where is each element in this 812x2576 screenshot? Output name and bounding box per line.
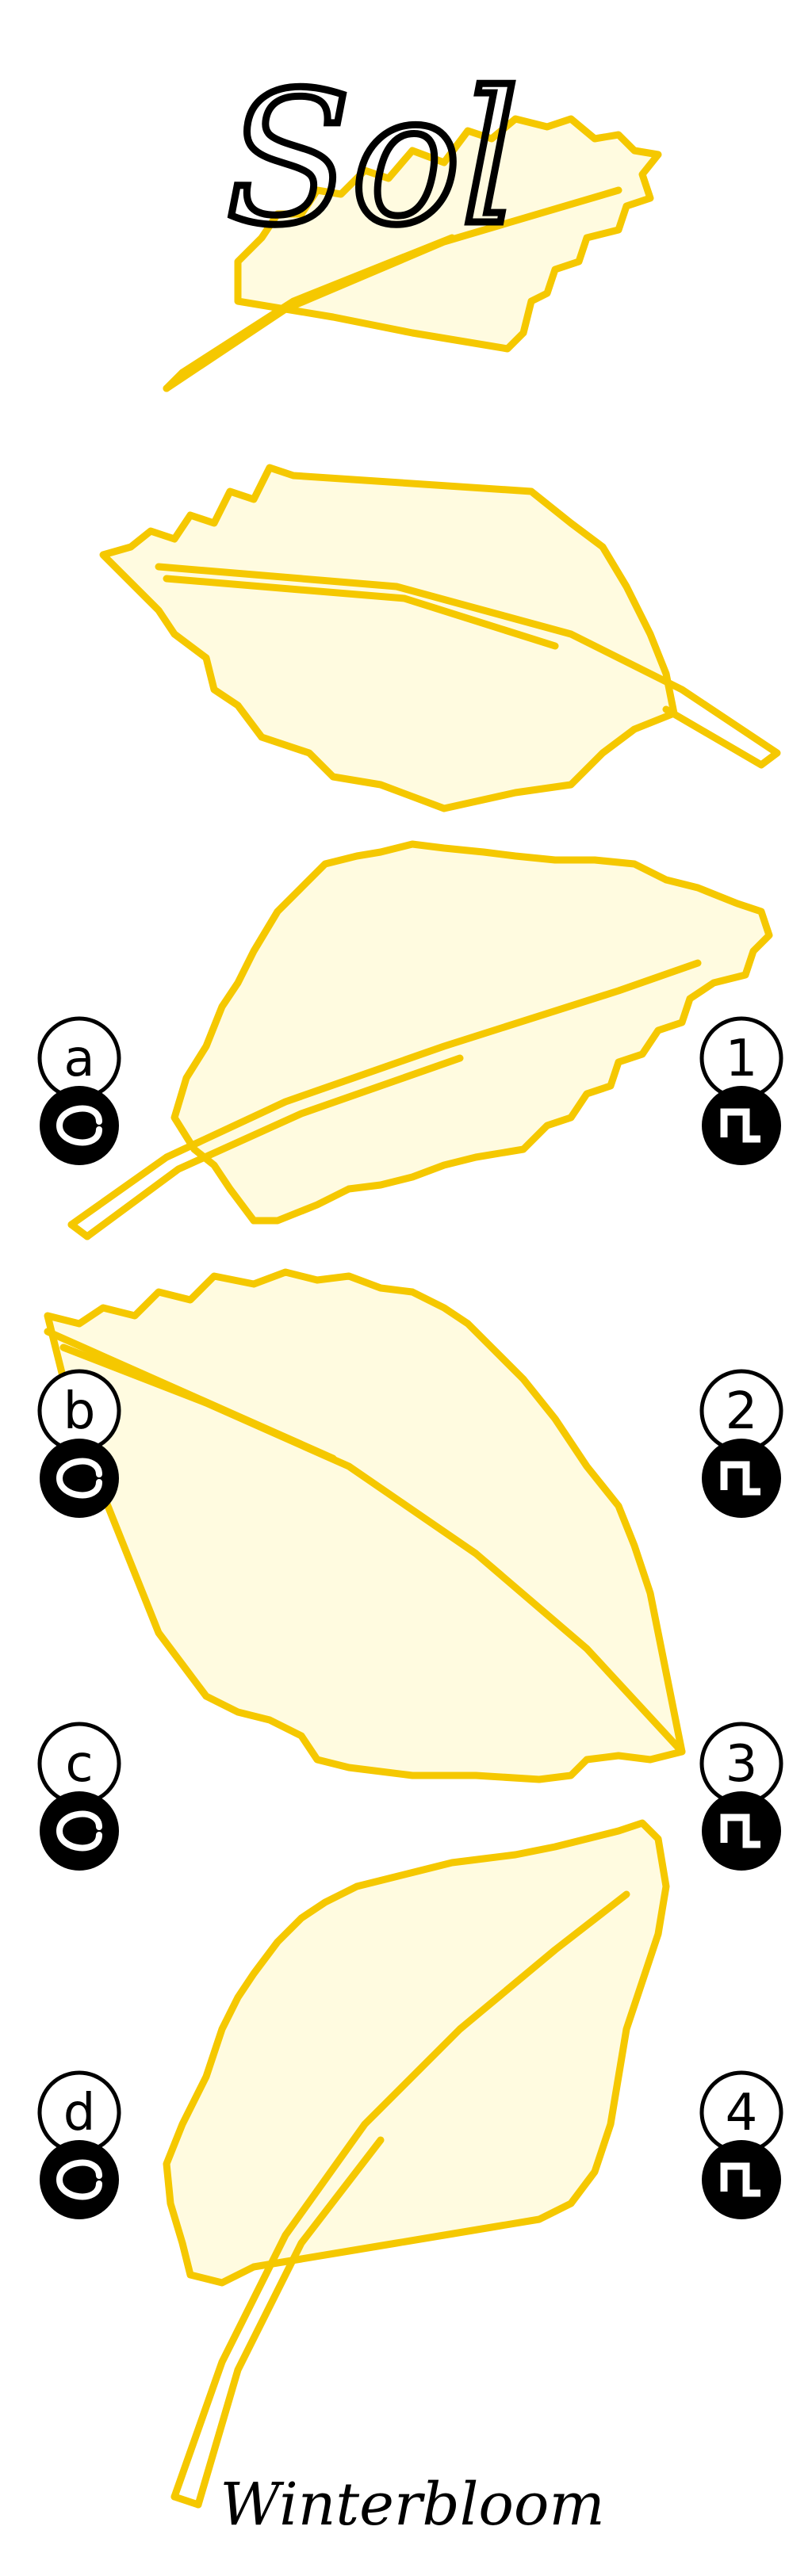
leaf-4 xyxy=(44,1268,686,1783)
leaf-decorations xyxy=(44,115,781,2509)
square-pulse-icon xyxy=(720,1814,760,1848)
jack-icon-bg xyxy=(40,1439,119,1518)
jack-icon-bg xyxy=(702,1439,781,1518)
jack-label-4: 4 xyxy=(726,2084,758,2142)
jack-label-2: 2 xyxy=(726,1382,758,1441)
square-pulse-icon xyxy=(720,1461,760,1496)
square-pulse-icon xyxy=(720,1108,760,1143)
module-title: Sol xyxy=(226,54,519,266)
jack-b[interactable]: b xyxy=(37,1369,121,1518)
jack-4[interactable]: 4 xyxy=(699,2070,783,2219)
leaf-5 xyxy=(163,1819,670,2509)
sine-wave-icon xyxy=(56,2159,102,2200)
sine-wave-icon xyxy=(56,1810,102,1852)
jack-icon-bg xyxy=(702,2140,781,2219)
leaf-3 xyxy=(67,840,773,1240)
jack-label-d: d xyxy=(63,2084,96,2142)
sine-wave-icon xyxy=(56,1105,102,1146)
jack-3[interactable]: 3 xyxy=(699,1722,783,1871)
leaf-2 xyxy=(99,464,781,812)
brand-name: Winterbloom xyxy=(220,2471,604,2539)
jack-label-b: b xyxy=(63,1382,96,1441)
jack-icon-bg xyxy=(702,1086,781,1165)
jack-d[interactable]: d xyxy=(37,2070,121,2219)
jack-label-a: a xyxy=(63,1030,94,1088)
jack-2[interactable]: 2 xyxy=(699,1369,783,1518)
jack-a[interactable]: a xyxy=(37,1016,121,1165)
square-pulse-icon xyxy=(720,2162,760,2197)
sine-wave-icon xyxy=(56,1458,102,1499)
jack-label-1: 1 xyxy=(726,1030,758,1088)
jack-label-c: c xyxy=(65,1735,93,1794)
jack-icon-bg xyxy=(40,1086,119,1165)
jack-icon-bg xyxy=(40,2140,119,2219)
jack-icon-bg xyxy=(40,1791,119,1871)
jack-c[interactable]: c xyxy=(37,1722,121,1871)
leaf-1 xyxy=(163,115,662,392)
jack-label-3: 3 xyxy=(726,1735,758,1794)
jack-1[interactable]: 1 xyxy=(699,1016,783,1165)
jack-icon-bg xyxy=(702,1791,781,1871)
